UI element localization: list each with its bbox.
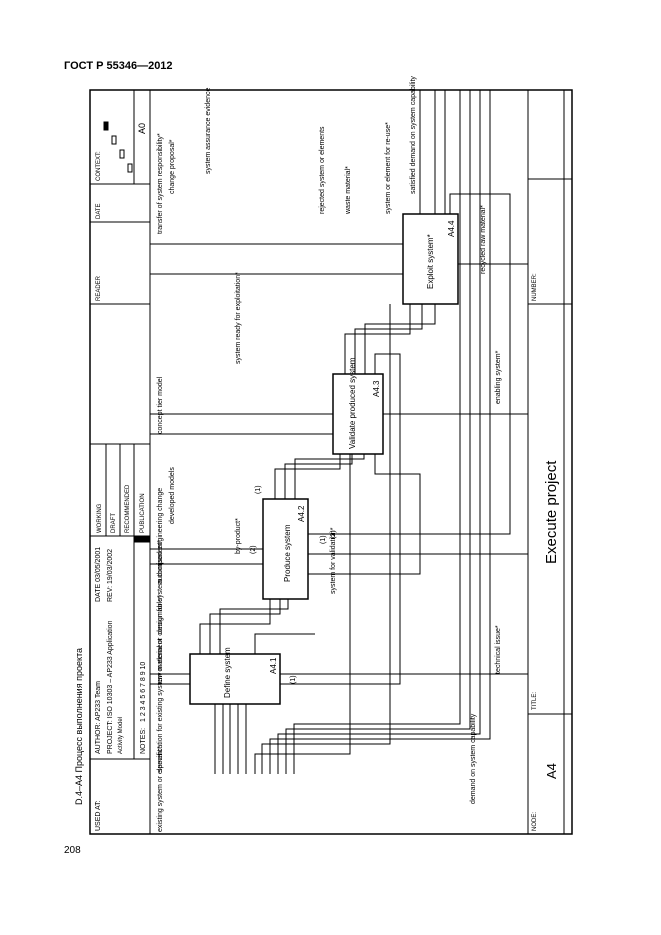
box-label-a43: Validate produced system bbox=[348, 357, 357, 449]
diagram-title: Execute project bbox=[543, 460, 560, 564]
rev-field: REV: 19/03/2002 bbox=[107, 549, 114, 602]
tunnel-2: (2) bbox=[250, 545, 257, 554]
title-label: TITLE: bbox=[532, 692, 538, 710]
context-label: CONTEXT: bbox=[96, 151, 102, 181]
box-label-a41: Define system bbox=[223, 647, 232, 698]
number-label: NUMBER: bbox=[532, 273, 538, 301]
label-reuse: system or element for re-use* bbox=[385, 122, 392, 214]
box-id-a44: A4.4 bbox=[447, 220, 456, 237]
label-technical: technical issue* bbox=[495, 625, 502, 674]
label-validation: system for validation* bbox=[330, 527, 337, 594]
label-byproduct: by-product* bbox=[235, 518, 242, 554]
box-id-a42: A4.2 bbox=[297, 505, 306, 522]
tunnel-1: (1) bbox=[290, 675, 297, 684]
context-node: A0 bbox=[137, 123, 147, 134]
date-field: DATE 03/05/2001 bbox=[95, 547, 102, 602]
tunnel-3: (1) bbox=[320, 535, 327, 544]
standard-header: ГОСТ Р 55346—2012 bbox=[64, 60, 173, 72]
label-concept: concept tier model bbox=[157, 376, 164, 434]
node-label: NODE: bbox=[532, 812, 538, 831]
label-rejected: rejected system or elements bbox=[319, 126, 326, 214]
status-recommended: RECOMMENDED bbox=[125, 484, 131, 533]
status-publication: PUBLICATION bbox=[140, 493, 146, 533]
label-waste: waste material* bbox=[345, 166, 352, 215]
label-ready: system ready for exploitation* bbox=[235, 272, 242, 364]
project-line2: Activity Model bbox=[118, 717, 124, 754]
label-design: design for system component* bbox=[157, 540, 164, 634]
box-label-a44: Exploit system* bbox=[426, 234, 435, 289]
label-enabling: enabling system* bbox=[495, 350, 502, 404]
label-developed: developed models bbox=[169, 467, 176, 524]
label-raw: raw material or consumable* bbox=[157, 595, 164, 684]
status-draft: DRAFT bbox=[111, 513, 117, 533]
project-field: PROJECT: ISO 10303 – AP233 Application bbox=[107, 620, 114, 754]
tunnel-4: (1) bbox=[255, 485, 262, 494]
label-change-proposal: change proposal* bbox=[169, 139, 176, 194]
label-transfer: transfer of system responsibility* bbox=[157, 133, 164, 234]
date-column-label: DATE bbox=[96, 203, 102, 219]
activity-box-a44 bbox=[402, 213, 459, 305]
reader-label: READER bbox=[96, 275, 102, 301]
author-field: AUTHOR: AP233 Team bbox=[95, 681, 102, 754]
label-spec: specification for existing system or ele… bbox=[157, 639, 164, 772]
label-demand: demand on system capability bbox=[470, 713, 477, 804]
label-existing: existing system or element* bbox=[157, 746, 164, 832]
label-recycled: recycled raw material* bbox=[480, 205, 487, 274]
box-label-a42: Produce system bbox=[283, 524, 292, 582]
node-value: A4 bbox=[544, 763, 559, 779]
status-working: WORKING bbox=[97, 503, 103, 533]
label-assurance: system assurance evidence bbox=[205, 88, 212, 174]
label-satisfied: satisfied demand on system capability bbox=[410, 76, 417, 194]
used-at-label: USED AT: bbox=[95, 800, 102, 831]
label-authorised: authorised engineering change bbox=[157, 488, 164, 584]
box-id-a43: A4.3 bbox=[372, 380, 381, 397]
notes-values: 1 2 3 4 5 6 7 8 9 10 bbox=[140, 662, 147, 722]
notes-label: NOTES: bbox=[140, 728, 147, 754]
box-id-a41: A4.1 bbox=[269, 657, 278, 674]
frame bbox=[89, 89, 573, 835]
tunnel-5: (2) bbox=[330, 530, 337, 539]
page-number: 208 bbox=[64, 845, 81, 856]
activity-box-a41 bbox=[189, 653, 281, 705]
